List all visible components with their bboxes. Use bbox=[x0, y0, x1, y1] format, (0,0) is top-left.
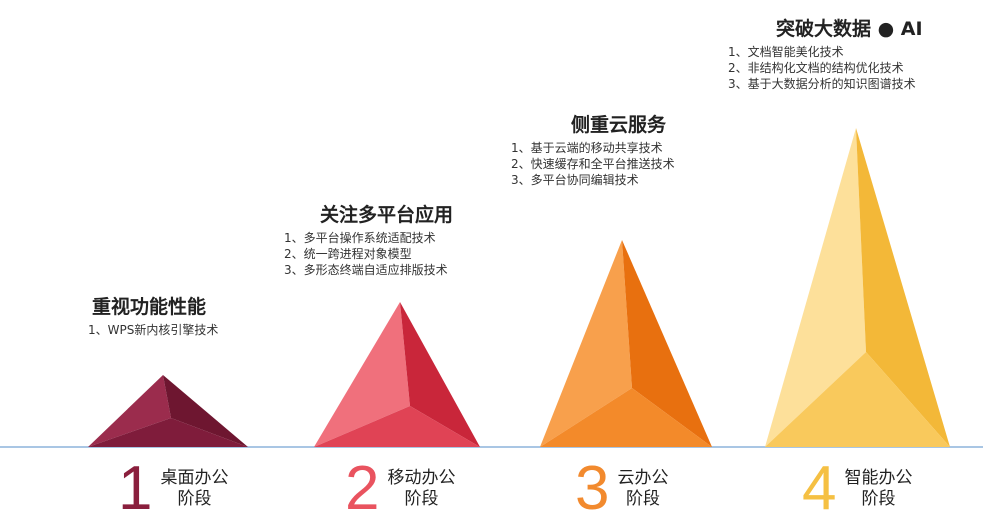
stage-1-title: 重视功能性能 bbox=[92, 296, 207, 318]
stage-4-item-2: 2、非结构化文档的结构优化技术 bbox=[728, 61, 904, 75]
stage-3-item-2: 2、快速缓存和全平台推送技术 bbox=[511, 157, 675, 171]
stage-2-items: 1、多平台操作系统适配技术 2、统一跨进程对象模型 3、多形态终端自适应排版技术 bbox=[284, 230, 453, 278]
peak-3 bbox=[540, 240, 712, 447]
stage-3-number: 3 bbox=[575, 454, 610, 523]
stage-4-name-line1: 智能办公 bbox=[844, 468, 913, 488]
stage-2-name: 移动办公 阶段 bbox=[387, 468, 455, 510]
peak-4-front-face bbox=[765, 352, 950, 447]
peak-2-left-face bbox=[314, 302, 410, 447]
stage-1-number: 1 bbox=[118, 454, 153, 523]
stage-2-item-1: 1、多平台操作系统适配技术 bbox=[284, 231, 436, 245]
stage-2-label: 2 移动办公 阶段 bbox=[345, 458, 455, 520]
stage-3-items: 1、基于云端的移动共享技术 2、快速缓存和全平台推送技术 3、多平台协同编辑技术 bbox=[511, 140, 675, 188]
stage-1-name-line1: 桌面办公 bbox=[160, 468, 229, 488]
stage-4-item-3: 3、基于大数据分析的知识图谱技术 bbox=[728, 77, 916, 91]
peak-2-right-face bbox=[400, 302, 480, 447]
peak-3-front-face bbox=[540, 388, 712, 447]
stage-2-name-line1: 移动办公 bbox=[387, 468, 456, 488]
stage-3-label: 3 云办公 阶段 bbox=[575, 458, 668, 520]
peak-1 bbox=[88, 375, 248, 447]
peak-1-left-face bbox=[88, 375, 171, 447]
stage-4-info: 突破大数据 ● AI 1、文档智能美化技术 2、非结构化文档的结构优化技术 3、… bbox=[728, 14, 923, 92]
stage-2-title: 关注多平台应用 bbox=[320, 204, 454, 226]
stage-4-name: 智能办公 阶段 bbox=[844, 468, 912, 510]
stage-4-number: 4 bbox=[802, 454, 837, 523]
stage-3-item-1: 1、基于云端的移动共享技术 bbox=[511, 141, 663, 155]
stage-3-name-line2: 阶段 bbox=[625, 489, 660, 509]
stage-4-title: 突破大数据 ● AI bbox=[776, 18, 923, 40]
peak-2-front-face bbox=[314, 406, 480, 447]
peak-1-front-face bbox=[88, 418, 248, 447]
peak-3-left-face bbox=[540, 240, 632, 447]
stage-4-name-line2: 阶段 bbox=[861, 489, 896, 509]
stage-3-item-3: 3、多平台协同编辑技术 bbox=[511, 173, 639, 187]
peak-4-right-face bbox=[856, 128, 950, 447]
stage-2-info: 关注多平台应用 1、多平台操作系统适配技术 2、统一跨进程对象模型 3、多形态终… bbox=[284, 200, 453, 278]
peak-4 bbox=[765, 128, 950, 447]
stage-1-items: 1、WPS新内核引擎技术 bbox=[88, 322, 218, 338]
peak-2 bbox=[314, 302, 480, 447]
peak-4-left-face bbox=[765, 128, 866, 447]
stage-1-item-1: 1、WPS新内核引擎技术 bbox=[88, 323, 219, 337]
stage-3-name-line1: 云办公 bbox=[617, 468, 669, 488]
stage-2-item-3: 3、多形态终端自适应排版技术 bbox=[284, 263, 448, 277]
stage-3-info: 侧重云服务 1、基于云端的移动共享技术 2、快速缓存和全平台推送技术 3、多平台… bbox=[511, 110, 675, 188]
stage-2-item-2: 2、统一跨进程对象模型 bbox=[284, 247, 412, 261]
stage-2-number: 2 bbox=[345, 454, 380, 523]
peak-3-right-face bbox=[622, 240, 712, 447]
stage-1-info: 重视功能性能 1、WPS新内核引擎技术 bbox=[88, 292, 218, 338]
stage-1-label: 1 桌面办公 阶段 bbox=[118, 458, 228, 520]
stage-3-name: 云办公 阶段 bbox=[617, 468, 668, 510]
stage-4-label: 4 智能办公 阶段 bbox=[802, 458, 912, 520]
peak-1-right-face bbox=[163, 375, 248, 447]
stage-3-title: 侧重云服务 bbox=[571, 114, 667, 136]
stage-4-item-1: 1、文档智能美化技术 bbox=[728, 45, 844, 59]
stage-4-items: 1、文档智能美化技术 2、非结构化文档的结构优化技术 3、基于大数据分析的知识图… bbox=[728, 44, 923, 92]
stage-1-name: 桌面办公 阶段 bbox=[160, 468, 228, 510]
stage-2-name-line2: 阶段 bbox=[404, 489, 439, 509]
stage-1-name-line2: 阶段 bbox=[177, 489, 212, 509]
